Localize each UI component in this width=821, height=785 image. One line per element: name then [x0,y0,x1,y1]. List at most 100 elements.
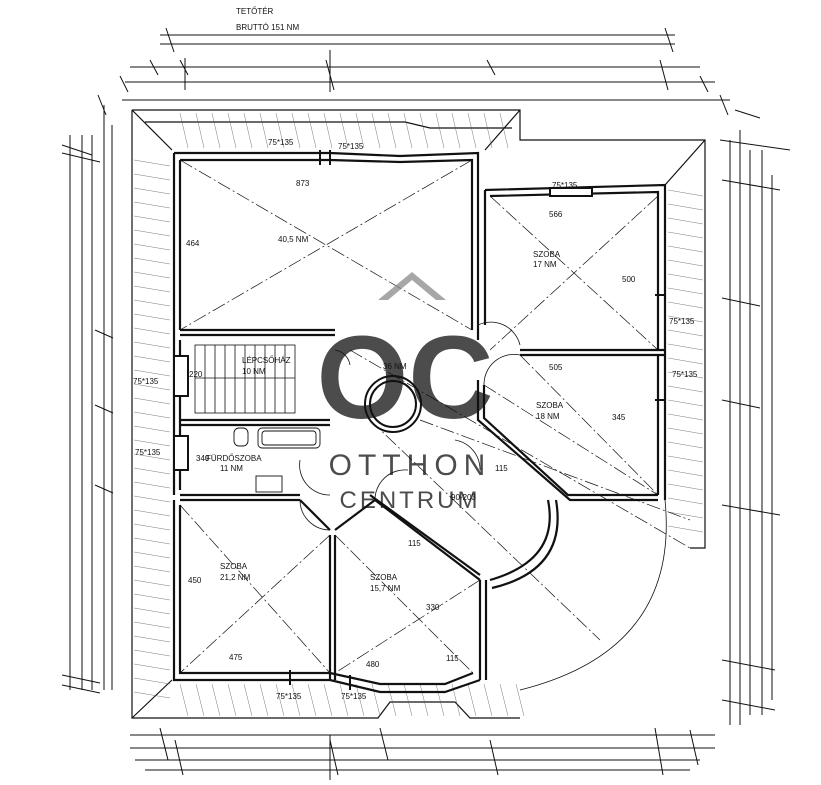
window-markers [173,150,665,690]
hatch-line [291,683,301,717]
hatch-line [435,683,445,717]
hatch-line [291,112,301,149]
room1-depth: 500 [622,275,636,284]
hatch-line [133,243,171,251]
hatch-line [133,285,171,293]
hatch-line [451,112,461,149]
room1-name: SZOBA [533,250,561,259]
hatch-line [133,439,171,447]
hatch-line [211,112,221,149]
room3-area: 21,2 NM [220,573,251,582]
room2-dim1: 505 [549,363,563,372]
hatch-line [323,112,333,149]
hatch-line [133,579,171,587]
hatch-line [133,229,171,237]
hatch-line [133,215,171,223]
hatch-line [133,691,171,699]
bathroom-fixtures [233,427,321,493]
hatch-line [133,551,171,559]
hatch-line [419,683,429,717]
hatch-line [307,112,317,149]
window-size-right-1: 75*135 [669,317,695,326]
eaves-hatching [133,112,704,717]
main-room-width: 873 [296,179,310,188]
hatch-line [275,112,285,149]
hatch-line [515,683,525,717]
bottom-dim: 480 [366,660,380,669]
hatch-line [667,245,704,253]
hatch-line [133,271,171,279]
house-roof-icon [378,272,446,300]
hatch-line [133,453,171,461]
hatch-line [387,683,397,717]
hatch-line [667,189,704,197]
hatch-line [667,413,704,421]
hatch-line [243,683,253,717]
hatch-line [667,287,704,295]
hatch-line [371,112,381,149]
room1-area: 17 NM [533,260,557,269]
hatch-line [667,329,704,337]
hatch-line [133,649,171,657]
room3-name: SZOBA [220,562,248,571]
stairwell-area: 10 NM [242,367,266,376]
hatch-line [339,112,349,149]
hatch-line [227,112,237,149]
window-size-right-2: 75*135 [672,370,698,379]
bathroom-dim: 340 [196,454,210,463]
hatch-line [667,357,704,365]
hatch-line [371,683,381,717]
watermark-line2: CENTRUM [340,487,481,514]
hatch-line [133,635,171,643]
room1-width: 566 [549,210,563,219]
window-size-top-left: 75*135 [268,138,294,147]
hatch-line [667,385,704,393]
room3-dim2: 475 [229,653,243,662]
hatch-line [667,301,704,309]
door-dim: 90-203 [451,493,476,502]
room4-name: SZOBA [370,573,398,582]
hatch-line [133,299,171,307]
hatch-line [227,683,237,717]
main-room-area: 40,5 NM [278,235,309,244]
hatch-line [133,257,171,265]
hatch-line [133,313,171,321]
stairwell-name: LÉPCSŐHÁZ [242,356,291,365]
hall-area: 36 NM [383,362,407,371]
hall-circle [364,375,422,433]
window-size-bottom-1: 75*135 [276,692,302,701]
main-room-height: 464 [186,239,200,248]
hatch-line [133,467,171,475]
room4-dim3: 115 [446,654,459,663]
hatch-line [133,495,171,503]
hatch-line [467,112,477,149]
hatch-line [133,411,171,419]
hatch-line [323,683,333,717]
room3-dim1: 450 [188,576,202,585]
hatch-line [179,112,189,149]
hatch-line [419,112,429,149]
walls [172,151,667,694]
watermark: OC OTTHON CENTRUM [317,272,494,514]
hatch-line [243,112,253,149]
room4-area: 15,7 NM [370,584,401,593]
window-size-top-mid: 75*135 [338,142,364,151]
hatch-line [387,112,397,149]
header-gross-area: BRUTTÓ 151 NM [236,23,299,32]
hatch-line [133,663,171,671]
hatch-line [133,509,171,517]
roof-outline [131,109,706,719]
watermark-line1: OTTHON [329,449,492,482]
hatch-line [133,201,171,209]
hatch-line [133,327,171,335]
hatch-line [133,607,171,615]
bathroom-area: 11 NM [220,464,243,473]
hatch-line [483,683,493,717]
hatch-line [195,683,205,717]
room-guides [179,159,691,674]
hatch-line [307,683,317,717]
hatch-line [667,217,704,225]
hatch-line [133,537,171,545]
hatch-line [133,621,171,629]
